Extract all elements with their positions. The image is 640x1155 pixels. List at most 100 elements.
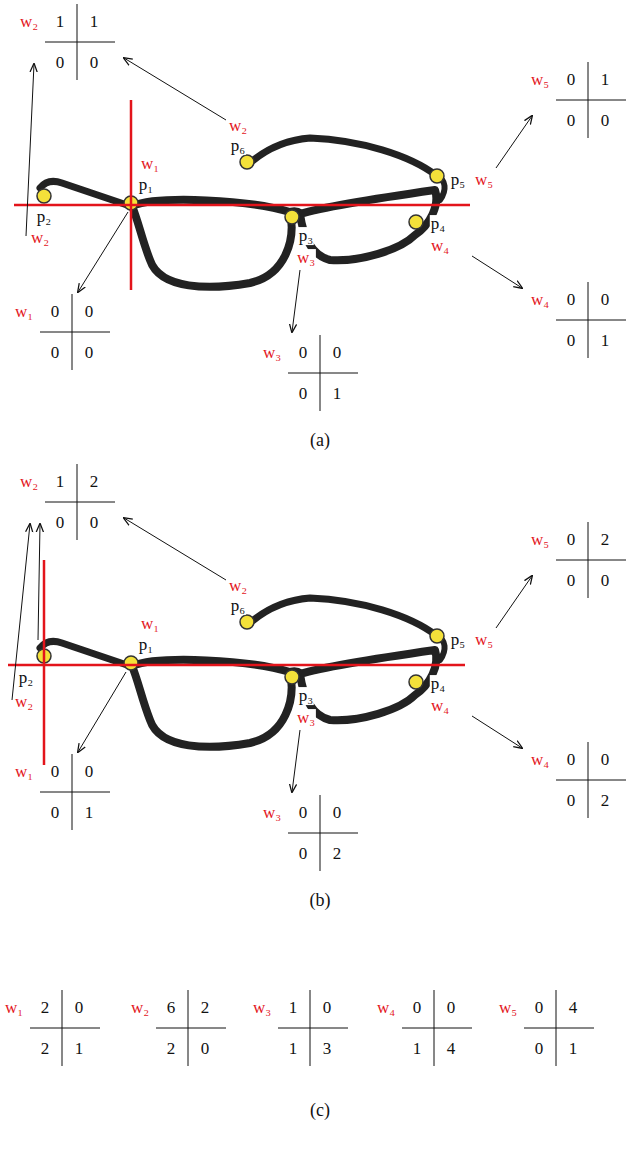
table-cell: 0 <box>84 344 95 362</box>
table-grid <box>402 1028 472 1029</box>
table-grid <box>556 320 626 321</box>
point-label: p₄ <box>430 215 446 233</box>
weight-label: w₂ <box>130 999 150 1017</box>
weight-label: w₁ <box>14 763 34 781</box>
table-cell: 3 <box>322 1040 333 1058</box>
table-cell: 0 <box>600 572 611 590</box>
table-cell: 1 <box>84 804 95 822</box>
leader-arrow <box>496 576 532 628</box>
table-cell: 0 <box>566 291 577 309</box>
table-cell: 1 <box>600 332 611 350</box>
reference-line <box>8 664 465 667</box>
table-cell: 0 <box>332 344 343 362</box>
glasses-drawing <box>37 598 445 747</box>
table-cell: 0 <box>84 303 95 321</box>
table-grid <box>30 4 626 1066</box>
table-cell: 0 <box>50 303 61 321</box>
weight-label: w₅ <box>474 631 494 649</box>
table-cell: 2 <box>40 1040 51 1058</box>
weight-label: w₄ <box>430 697 450 715</box>
leader-arrow <box>124 58 226 120</box>
weight-label: w₁ <box>140 155 160 173</box>
table-cell: 4 <box>568 999 579 1017</box>
point-label: p₂ <box>36 208 52 226</box>
table-cell: 0 <box>534 1040 545 1058</box>
reference-line <box>8 100 470 765</box>
table-cell: 2 <box>600 531 611 549</box>
table-cell: 1 <box>89 13 100 31</box>
table-cell: 0 <box>566 112 577 130</box>
table-cell: 1 <box>288 1040 299 1058</box>
table-cell: 0 <box>446 999 457 1017</box>
table-grid <box>156 1028 226 1029</box>
weight-label: w₃ <box>296 709 316 727</box>
weight-label: w₄ <box>430 237 450 255</box>
point-label: p₆ <box>230 137 246 155</box>
weight-label: w₂ <box>228 117 248 135</box>
table-cell: 1 <box>74 1040 85 1058</box>
reference-line <box>130 100 133 290</box>
table-cell: 2 <box>332 845 343 863</box>
table-cell: 2 <box>40 999 51 1017</box>
table-grid <box>556 100 626 101</box>
weight-label: w₂ <box>19 13 39 31</box>
table-grid <box>288 833 358 834</box>
table-cell: 0 <box>600 112 611 130</box>
weight-label: w₁ <box>14 303 34 321</box>
table-cell: 0 <box>74 999 85 1017</box>
point-label: p₁ <box>138 636 154 654</box>
weight-label: w₂ <box>228 577 248 595</box>
panel-label: (c) <box>309 1101 331 1120</box>
leader-arrow <box>496 116 532 168</box>
leader-arrow <box>292 270 300 332</box>
table-cell: 1 <box>568 1040 579 1058</box>
weight-label: w₃ <box>262 344 282 362</box>
point-label: p₃ <box>298 687 314 705</box>
weight-label: w₁ <box>4 999 24 1017</box>
leader-arrow <box>78 672 126 752</box>
reference-line <box>14 204 470 207</box>
table-cell: 0 <box>566 332 577 350</box>
table-grid <box>40 792 110 793</box>
table-grid <box>556 780 626 781</box>
point-label: p₃ <box>298 227 314 245</box>
weight-label: w₄ <box>530 291 550 309</box>
table-cell: 2 <box>89 473 100 491</box>
weight-label: w₅ <box>474 171 494 189</box>
table-cell: 0 <box>89 514 100 532</box>
point-label: p₂ <box>18 669 34 687</box>
leader-arrow <box>26 64 34 236</box>
table-cell: 1 <box>288 999 299 1017</box>
table-cell: 0 <box>534 999 545 1017</box>
weight-label: w₂ <box>14 693 34 711</box>
table-cell: 2 <box>200 999 211 1017</box>
table-cell: 0 <box>566 751 577 769</box>
weight-label: w₅ <box>530 71 550 89</box>
table-grid <box>278 1028 348 1029</box>
glasses-drawing <box>37 138 445 287</box>
table-cell: 0 <box>50 344 61 362</box>
table-cell: 0 <box>89 54 100 72</box>
table-cell: 0 <box>412 999 423 1017</box>
reference-line <box>43 560 46 765</box>
table-cell: 1 <box>55 473 66 491</box>
leader-arrow <box>124 518 226 580</box>
table-cell: 0 <box>298 344 309 362</box>
table-cell: 0 <box>566 71 577 89</box>
table-grid <box>288 373 358 374</box>
weight-label: w₅ <box>530 531 550 549</box>
table-cell: 6 <box>166 999 177 1017</box>
weight-label: w₃ <box>296 249 316 267</box>
table-cell: 0 <box>298 845 309 863</box>
leader-arrow <box>12 58 532 792</box>
table-cell: 0 <box>55 514 66 532</box>
point-label: p₅ <box>450 631 466 649</box>
table-cell: 0 <box>55 54 66 72</box>
leader-arrow <box>472 256 522 288</box>
leader-arrow <box>78 212 128 292</box>
panel-label: (a) <box>309 431 331 450</box>
table-cell: 1 <box>600 71 611 89</box>
weight-label: w₃ <box>262 804 282 822</box>
point-label: p₁ <box>138 176 154 194</box>
